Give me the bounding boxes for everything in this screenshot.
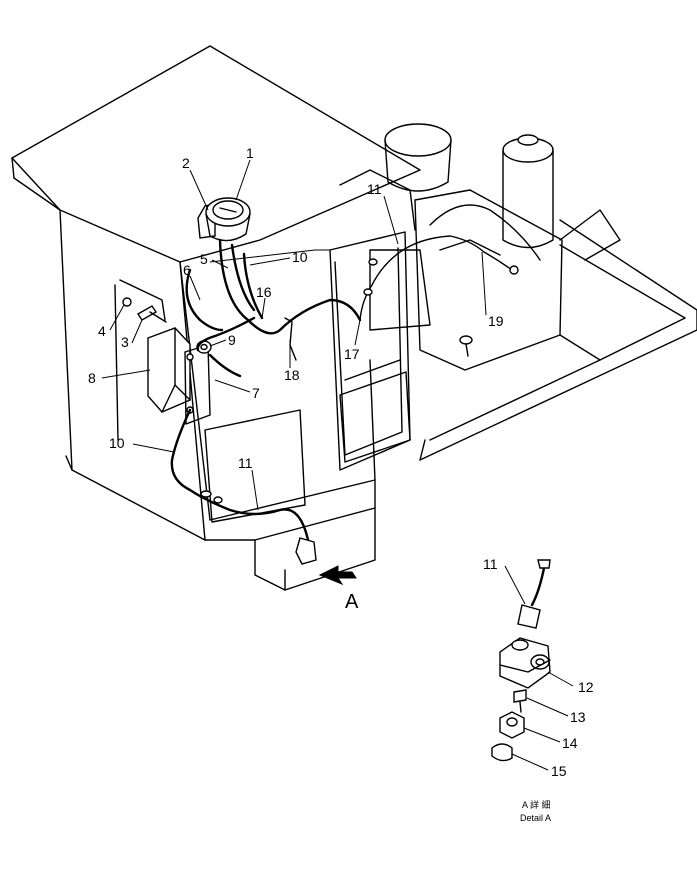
- callout-11-engine: 11: [367, 181, 382, 197]
- callout-3: 3: [121, 334, 129, 350]
- engine-assembly: [339, 123, 697, 461]
- view-arrow-a: A: [318, 565, 359, 613]
- callout-16: 16: [256, 284, 272, 300]
- callout-1: 1: [246, 145, 254, 161]
- callout-18: 18: [284, 367, 300, 383]
- callout-17: 17: [344, 346, 360, 362]
- callout-19: 19: [488, 313, 504, 329]
- callout-15: 15: [551, 763, 567, 779]
- callout-14: 14: [562, 735, 578, 751]
- wiring-harness: [170, 235, 519, 565]
- detail-caption-english: Detail A: [520, 813, 551, 823]
- callout-13: 13: [570, 709, 586, 725]
- callout-9: 9: [228, 332, 236, 348]
- detail-a-assembly: [491, 559, 551, 762]
- callouts: 1 2 3 4 5 6 7 8 9 10 10 11 11 11 12 13 1…: [88, 145, 594, 779]
- detail-caption-japanese: A 詳 細: [522, 799, 551, 810]
- callout-2: 2: [182, 155, 190, 171]
- callout-7: 7: [252, 385, 260, 401]
- callout-11-harness: 11: [238, 455, 253, 471]
- view-arrow-label: A: [345, 591, 359, 613]
- callout-10-lower: 10: [109, 435, 125, 451]
- callout-4: 4: [98, 323, 106, 339]
- cab-housing: [11, 45, 421, 591]
- callout-12: 12: [578, 679, 594, 695]
- hour-meter: [197, 197, 251, 242]
- detail-caption: A 詳 細 Detail A: [520, 799, 551, 823]
- callout-10-upper: 10: [292, 249, 308, 265]
- callout-11-detail: 11: [483, 556, 498, 572]
- callout-5: 5: [200, 251, 208, 267]
- callout-8: 8: [88, 370, 96, 386]
- callout-6: 6: [183, 262, 191, 278]
- leader-lines: [101, 159, 574, 771]
